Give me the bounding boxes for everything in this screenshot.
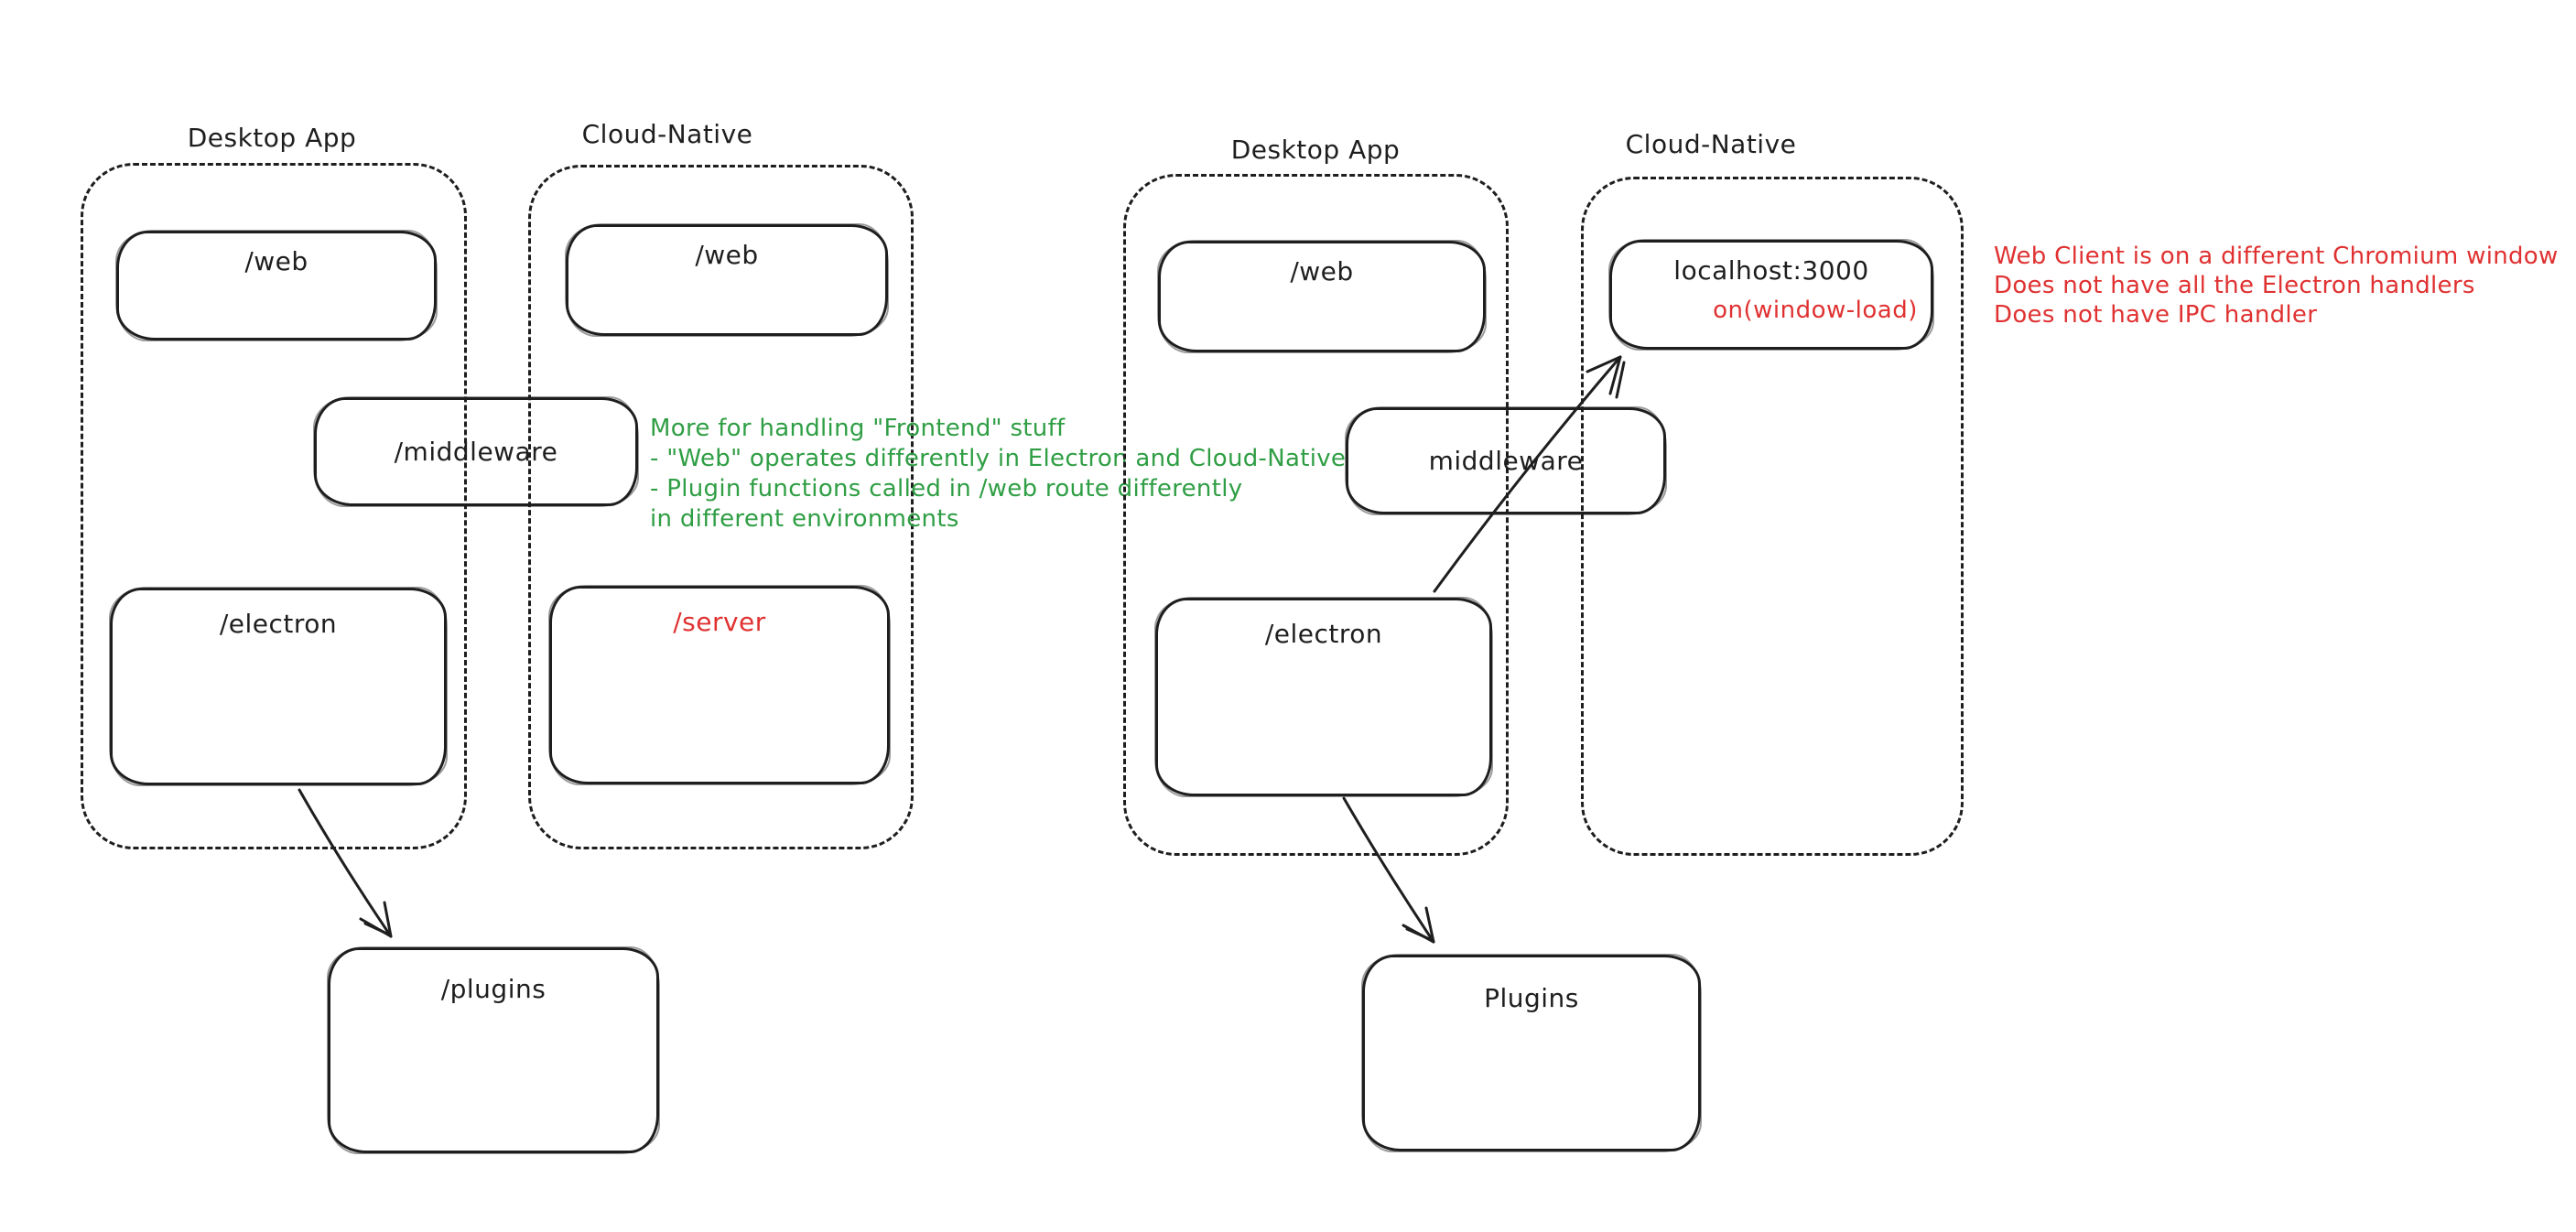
right-localhost-label: localhost:3000 (1673, 255, 1869, 286)
green-annotation: More for handling "Frontend" stuff - "We… (650, 414, 1346, 535)
left-cloud-native-title: Cloud-Native (581, 119, 753, 149)
left-desktop-web-label: /web (244, 246, 308, 276)
left-plugins-label: /plugins (440, 974, 547, 1004)
left-server-label: /server (673, 607, 766, 637)
right-electron-box: /electron (1154, 597, 1493, 797)
left-cloud-web-box: /web (565, 223, 889, 337)
left-cloud-native-container (528, 165, 914, 849)
right-cloud-native-title: Cloud-Native (1625, 129, 1797, 159)
red-annotation: Web Client is on a different Chromium wi… (1994, 242, 2559, 330)
green-annotation-line: More for handling "Frontend" stuff (650, 415, 1066, 442)
red-annotation-line: Does not have all the Electron handlers (1994, 272, 2475, 299)
left-middleware-box: /middleware (313, 396, 639, 507)
right-desktop-web-label: /web (1290, 256, 1354, 286)
right-electron-label: /electron (1264, 619, 1383, 649)
right-desktop-web-box: /web (1157, 240, 1487, 353)
right-localhost-event-label: on(window-load) (1713, 297, 1918, 324)
right-plugins-box: Plugins (1361, 954, 1702, 1152)
right-localhost-box: localhost:3000 on(window-load) (1608, 239, 1934, 351)
left-cloud-web-label: /web (695, 240, 759, 270)
left-electron-box: /electron (109, 587, 448, 786)
left-electron-label: /electron (219, 609, 338, 639)
right-plugins-label: Plugins (1484, 983, 1579, 1013)
left-desktop-app-title: Desktop App (187, 123, 357, 153)
left-middleware-label: /middleware (394, 437, 558, 467)
left-server-box: /server (548, 585, 891, 785)
green-annotation-line: in different environments (650, 505, 959, 533)
right-middleware-label: middleware (1428, 446, 1584, 476)
left-desktop-web-box: /web (115, 230, 438, 341)
green-annotation-line: - Plugin functions called in /web route … (650, 475, 1243, 503)
right-desktop-app-title: Desktop App (1230, 135, 1401, 165)
green-annotation-line: - "Web" operates differently in Electron… (650, 445, 1347, 472)
left-plugins-box: /plugins (327, 946, 660, 1154)
red-annotation-line: Web Client is on a different Chromium wi… (1994, 243, 2559, 270)
red-annotation-line: Does not have IPC handler (1994, 301, 2318, 329)
right-middleware-box: middleware (1345, 406, 1667, 515)
left-desktop-app-container (81, 163, 467, 849)
